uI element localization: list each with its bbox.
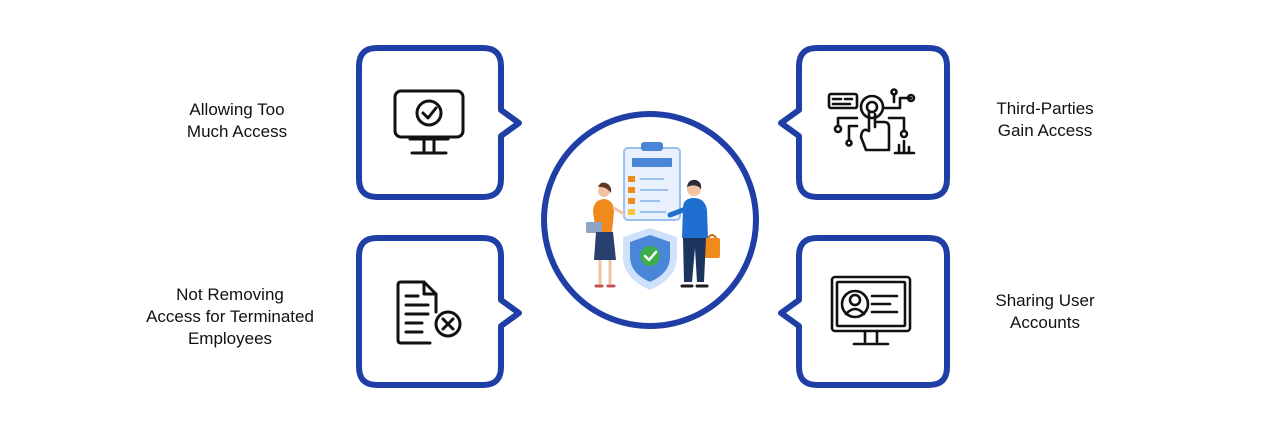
callout-box-bottom-left bbox=[356, 235, 522, 388]
touch-circuit-icon bbox=[827, 88, 916, 155]
risk-label-allowing-too-much-access: Allowing Too Much Access bbox=[186, 100, 288, 141]
callout-box-top-right bbox=[778, 45, 950, 200]
user-profile-monitor-icon bbox=[830, 275, 912, 346]
callout-box-top-left bbox=[356, 45, 522, 200]
risk-label-not-removing-access: Not Removing Access for Terminated Emplo… bbox=[146, 285, 314, 348]
risk-label-third-parties-gain-access: Third-Parties Gain Access bbox=[996, 99, 1094, 140]
risk-label-sharing-user-accounts: Sharing User Accounts bbox=[995, 291, 1095, 332]
document-cancel-icon bbox=[396, 280, 462, 345]
monitor-check-icon bbox=[393, 89, 465, 155]
security-compliance-checklist-illustration bbox=[586, 142, 720, 290]
